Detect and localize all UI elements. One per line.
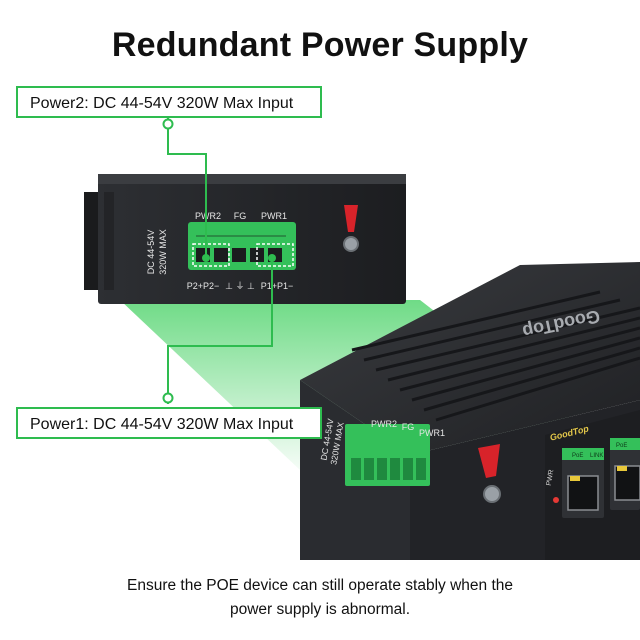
connector-dot-pwr2 (202, 254, 210, 262)
pwr-led-icon (553, 497, 559, 503)
rj45-port-1 (562, 448, 604, 518)
upper-pwr1-label: PWR1 (261, 211, 287, 221)
lower-pwr1-label: PWR1 (419, 428, 445, 438)
lower-fg-label: FG (402, 422, 415, 432)
caption-line-2: power supply is abnormal. (229, 601, 411, 618)
lower-pwr2-label: PWR2 (371, 419, 397, 429)
lower-ground-screw-icon (483, 485, 501, 503)
port2-poe-label: PoE (616, 443, 627, 449)
connector-dot-bottom (162, 392, 174, 404)
port1-link-label: LINK (590, 453, 603, 459)
power1-callout: Power1: DC 44-54V 320W Max Input (16, 407, 322, 439)
pwr1-highlight-box (256, 243, 294, 267)
upper-fg-label: FG (234, 211, 247, 221)
upper-p2-pins-label: P2+P2− (187, 281, 220, 291)
rj45-port-2 (610, 438, 640, 510)
upper-device-panel: DC 44-54V 320W MAX PWR2 FG PWR1 P2+P2− ⊥… (84, 174, 406, 304)
upper-p1-pins-label: P1+P1− (261, 281, 294, 291)
upper-pwr2-label: PWR2 (195, 211, 221, 221)
red-ground-lug (344, 205, 358, 232)
pwr-led-label: PWR (546, 469, 556, 486)
connector-dot-top (162, 118, 174, 130)
pwr2-highlight-box (192, 243, 230, 267)
caption: Ensure the POE device can still operate … (0, 574, 640, 622)
page-title: Redundant Power Supply (111, 26, 529, 64)
caption-line-1: Ensure the POE device can still operate … (127, 577, 513, 594)
lower-red-ground-lug (478, 444, 500, 478)
connector-dot-pwr1 (268, 254, 276, 262)
ground-screw-icon (343, 236, 359, 252)
callout-connector-lines (167, 118, 273, 404)
upper-rating-line1: DC 44-54V (146, 230, 156, 275)
port1-poe-label: PoE (572, 453, 583, 459)
power2-callout: Power2: DC 44-54V 320W Max Input (16, 86, 322, 118)
upper-ground-pins-label: ⊥ ⏚ ⊥ (225, 281, 255, 291)
bottom-caption-band (0, 560, 640, 640)
upper-rating-line2: 320W MAX (158, 229, 168, 275)
upper-terminal-block (188, 222, 296, 270)
